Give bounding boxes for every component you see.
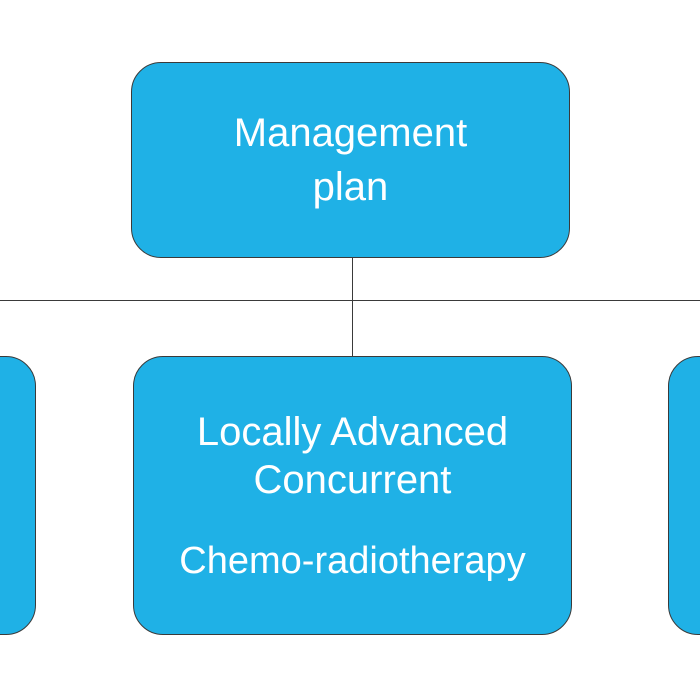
chemo-radiotherapy-label: Chemo-radiotherapy [179,539,526,582]
connector-to-center-node [352,300,353,356]
management-plan-label: Management plan [233,111,468,209]
locally-advanced-node: Locally Advanced Concurrent Chemo-radiot… [133,356,572,635]
connector-horizontal [0,300,700,301]
management-plan-node: Management plan [131,62,570,258]
left-partial-node [0,356,36,635]
locally-advanced-title: Locally Advanced Concurrent [196,409,509,502]
right-partial-node [668,356,700,635]
connector-root-down [352,258,353,300]
